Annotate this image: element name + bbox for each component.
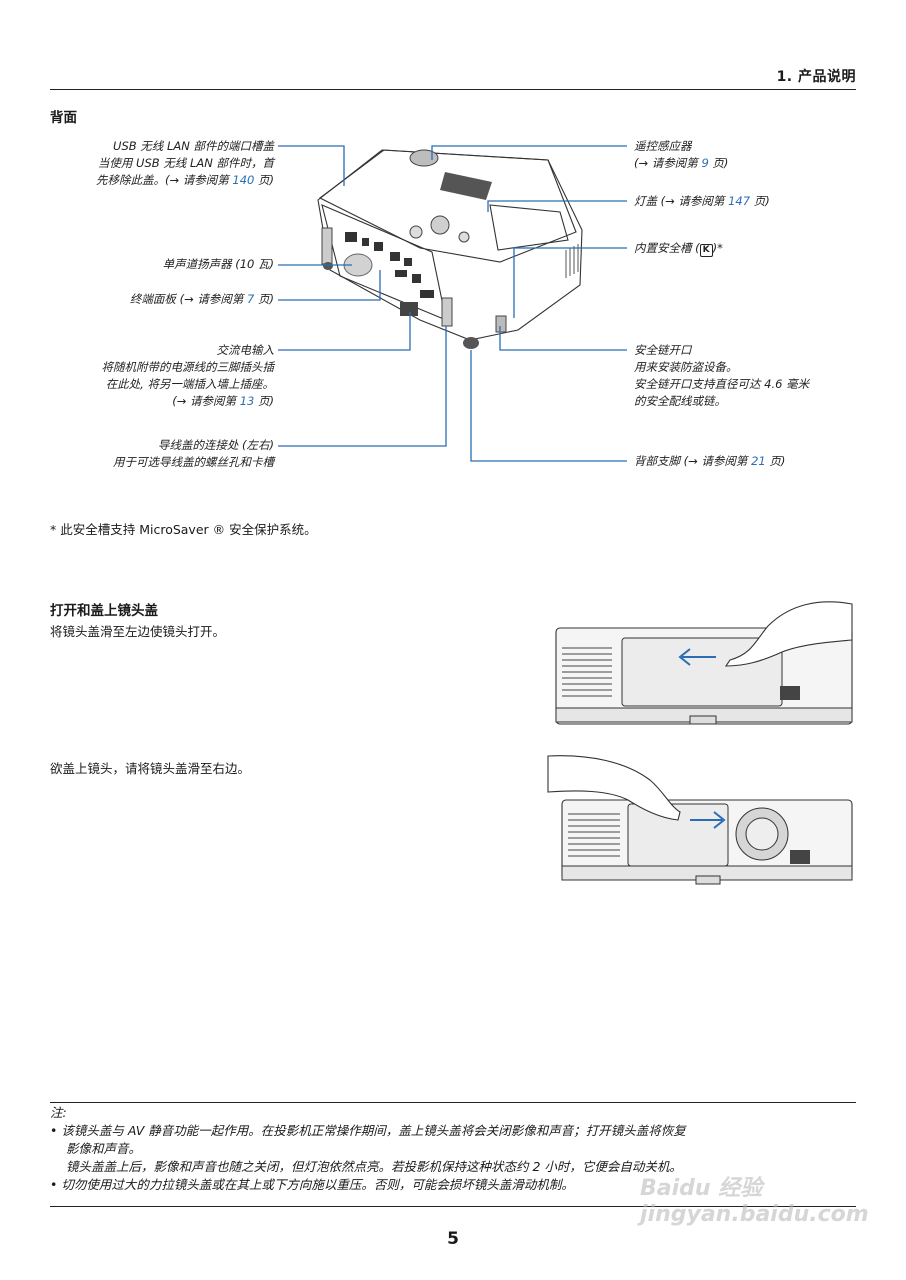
callout-lines bbox=[278, 145, 627, 462]
callout-terminal-panel: 终端面板 (→ 请参阅第 7 页) bbox=[129, 292, 274, 306]
section-title-lens-cover: 打开和盖上镜头盖 bbox=[50, 603, 158, 619]
callout-ac-input: 交流电输入 将随机附带的电源线的三脚插头插 在此处, 将另一端插入墙上插座。 (… bbox=[14, 342, 275, 410]
cable-cover-line1: 导线盖的连接处 (左右) bbox=[157, 438, 274, 452]
callout-lamp-cover: 灯盖 (→ 请参阅第 147 页) bbox=[634, 194, 770, 208]
notes-block: 注: • 该镜头盖与 AV 静音功能一起作用。在投影机正常操作期间，盖上镜头盖将… bbox=[50, 1104, 860, 1194]
section-title-rear: 背面 bbox=[50, 110, 77, 126]
security-bar-line1: 安全链开口 bbox=[634, 343, 692, 357]
note-bullet-1-extra: 镜头盖盖上后，影像和声音也随之关闭，但灯泡依然点亮。若投影机保持这种状态约 2 … bbox=[66, 1159, 682, 1174]
notes-top-rule bbox=[50, 1102, 856, 1103]
page-ref-13[interactable]: 13 bbox=[239, 394, 255, 408]
page-ref-9[interactable]: 9 bbox=[701, 156, 709, 170]
watermark-logo: Baidu 经验 jingyan.baidu.com bbox=[640, 1176, 869, 1227]
callout-cable-cover: 导线盖的连接处 (左右) 用于可选导线盖的螺丝孔和卡槽 bbox=[14, 437, 274, 471]
cable-cover-line2: 用于可选导线盖的螺丝孔和卡槽 bbox=[113, 455, 274, 469]
security-bar-line3: 安全链开口支持直径可达 4.6 毫米 bbox=[634, 377, 810, 391]
page-ref-7[interactable]: 7 bbox=[247, 292, 255, 306]
callout-rear-foot: 背部支脚 (→ 请参阅第 21 页) bbox=[634, 454, 786, 468]
ac-input-line3: 在此处, 将另一端插入墙上插座。 bbox=[105, 377, 274, 391]
callout-speaker: 单声道扬声器 (10 瓦) bbox=[162, 257, 274, 271]
notes-label: 注: bbox=[50, 1105, 67, 1120]
notes-bottom-rule bbox=[50, 1206, 856, 1207]
page-ref-21[interactable]: 21 bbox=[751, 454, 766, 468]
ac-input-line4: (→ 请参阅第 13 页) bbox=[172, 394, 274, 408]
ac-input-line1: 交流电输入 bbox=[216, 343, 275, 357]
chapter-title: 1. 产品说明 bbox=[776, 69, 856, 85]
callout-usb-cover: USB 无线 LAN 部件的端口槽盖 当使用 USB 无线 LAN 部件时，首 … bbox=[14, 138, 274, 189]
header-rule bbox=[50, 89, 856, 90]
lens-close-text: 欲盖上镜头，请将镜头盖滑至右边。 bbox=[50, 761, 251, 776]
footnote-microsaver: * 此安全槽支持 MicroSaver ® 安全保护系统。 bbox=[50, 522, 317, 537]
ac-input-line2: 将随机附带的电源线的三脚插头插 bbox=[101, 360, 275, 374]
note-bullet-2: • 切勿使用过大的力拉镜头盖或在其上或下方向施以重压。否则，可能会损坏镜头盖滑动… bbox=[50, 1177, 574, 1192]
remote-sensor-line2: (→ 请参阅第 9 页) bbox=[634, 156, 729, 170]
usb-cover-line1: USB 无线 LAN 部件的端口槽盖 bbox=[113, 139, 274, 153]
security-bar-line4: 的安全配线或链。 bbox=[634, 394, 726, 408]
note-bullet-1-cont: 影像和声音。 bbox=[66, 1141, 142, 1156]
callout-security-slot: 内置安全槽 (K)* bbox=[634, 241, 723, 257]
security-bar-line2: 用来安装防盗设备。 bbox=[634, 360, 738, 374]
lens-open-illustration bbox=[555, 601, 853, 725]
lens-open-text: 将镜头盖滑至左边使镜头打开。 bbox=[50, 624, 226, 639]
callout-remote-sensor: 遥控感应器 (→ 请参阅第 9 页) bbox=[634, 138, 864, 172]
page-ref-147[interactable]: 147 bbox=[728, 194, 751, 208]
projector-rear-illustration bbox=[317, 149, 583, 349]
page-number: 5 bbox=[447, 1229, 459, 1249]
callout-security-bar: 安全链开口 用来安装防盗设备。 安全链开口支持直径可达 4.6 毫米 的安全配线… bbox=[634, 342, 874, 410]
note-bullet-1: • 该镜头盖与 AV 静音功能一起作用。在投影机正常操作期间，盖上镜头盖将会关闭… bbox=[50, 1123, 686, 1138]
lock-icon: K bbox=[699, 244, 713, 257]
usb-cover-line3: 先移除此盖。(→ 请参阅第 140 页) bbox=[95, 173, 274, 187]
page-ref-140[interactable]: 140 bbox=[232, 173, 255, 187]
usb-cover-line2: 当使用 USB 无线 LAN 部件时，首 bbox=[97, 156, 274, 170]
remote-sensor-line1: 遥控感应器 bbox=[634, 139, 692, 153]
lens-close-illustration bbox=[547, 755, 853, 885]
